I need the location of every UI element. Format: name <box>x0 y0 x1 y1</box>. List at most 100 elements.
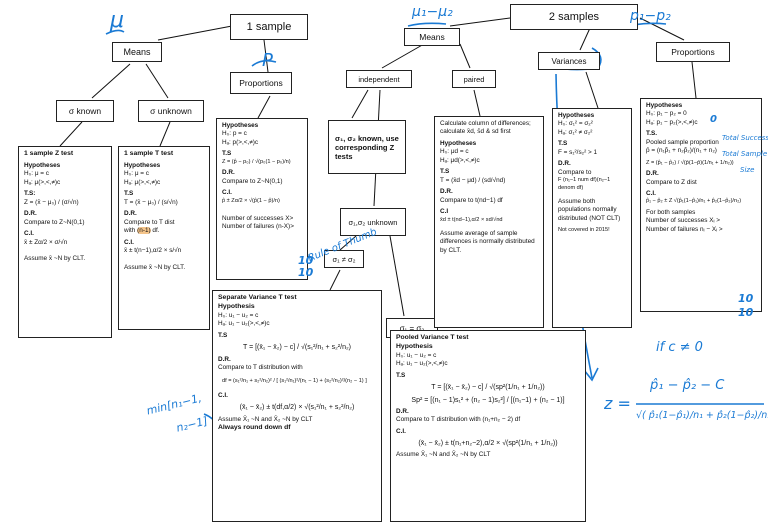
prop2-successes: Number of successes Xᵢ > <box>646 217 720 225</box>
t-compare: Compare to T dist <box>124 218 175 226</box>
edge-var-card <box>585 71 599 109</box>
sep-round: Always round down df <box>218 423 291 431</box>
sep-ci-label: C.I. <box>218 391 228 399</box>
z-ci-label: C.I. <box>24 230 34 238</box>
ink-z-eq: z = <box>604 394 631 413</box>
paired-ha: Hₐ: μd(>,<,≠)c <box>440 156 480 164</box>
t-dr-label: D.R. <box>124 210 137 218</box>
z-ci-formula: x̄ ± Zα/2 × σ/√n <box>24 238 68 246</box>
z-formula: Z = (x̄ − μ₀) / (σ/√n) <box>24 198 79 206</box>
sep-assume: Assume X̄₁ ~N and X̄₂ ~N by CLT <box>218 415 313 423</box>
z-test-title: 1 sample Z test <box>24 150 74 157</box>
var-dist: F (n₁−1 num df)(n₂−1 denom df) <box>558 177 611 191</box>
sigma-known-node: σ known <box>56 100 114 122</box>
t-formula: T = (x̄ − μ₀) / (s/√n) <box>124 198 178 206</box>
prop-ha: Hₐ: p(>,<,≠)c <box>222 138 259 146</box>
z-ts-label: T.S: <box>24 190 36 198</box>
t-df-highlight: (n-1) <box>137 227 151 235</box>
means-node: Means <box>112 42 162 62</box>
edge-indep-known <box>351 89 369 119</box>
prop-test-card: Hypotheses H₀: p = c Hₐ: p(>,<,≠)c T.S Z… <box>216 118 308 280</box>
var-dr-label: D.R. <box>558 160 571 168</box>
paired-dr-label: D.R. <box>440 188 453 196</box>
sep-formula: T = [(x̄₁ − x̄₂) − c] / √(s₁²/n₁ + s₂²/n… <box>242 344 352 352</box>
z-compare: Compare to Z~N(0,1) <box>24 218 85 226</box>
prop2-pooled: Pooled sample proportion <box>646 138 719 146</box>
sigma-unknown-node: σ unknown <box>138 100 204 122</box>
var-h0: H₀: σ₁² = σ₂² <box>558 120 593 128</box>
pooled-var-card: Pooled Variance T test Hypothesis H₀: u₁… <box>390 330 586 522</box>
pooled-assume: Assume X̄₁ ~N and X̄₂ ~N by CLT <box>396 451 491 459</box>
ink-p-diff: p₁−p₂ <box>630 8 671 24</box>
ink-if-c: if c ≠ 0 <box>656 340 703 355</box>
var-test-card: Hypotheses H₀: σ₁² = σ₂² Hₐ: σ₁² ≠ σ₂² T… <box>552 108 632 328</box>
ink-zero: 0 <box>710 114 717 125</box>
pooled-ci-label: C.I. <box>396 427 406 435</box>
prop-compare: Compare to Z~N(0,1) <box>222 177 283 185</box>
paired-ci-label: C.I <box>440 208 449 216</box>
edge-unknown-t <box>159 121 171 147</box>
pooled-ts-label: T.S <box>396 371 406 379</box>
paired-h0: H₀: μd = c <box>440 148 469 156</box>
prop2-h0: H₀: p₁ − p₂ = 0 <box>646 110 687 118</box>
prop-formula: Z = (p̂ − p₀) / √(p₀(1 − p₀)/n) <box>222 158 291 165</box>
prop2-pbar: p̄ = (n₁p̂₁ + n₂p̂₂)/(n₁ + n₂) <box>646 147 717 155</box>
paired-test-card: Calculate column of differences; calcula… <box>434 116 544 328</box>
t-ha: Hₐ: μ(>,<,≠)c <box>124 178 161 186</box>
pooled-compare: Compare to T distribution with (n₁+n₂ − … <box>396 416 521 424</box>
pooled-title: Pooled Variance T test <box>396 334 469 341</box>
edge-paired-card <box>473 89 481 117</box>
z-ha: Hₐ: μ(>,<,≠)c <box>24 178 61 186</box>
pooled-dr-label: D.R. <box>396 407 409 415</box>
t-ts-label: T.S <box>124 190 134 198</box>
paired-compare: Compare to t(nd−1) df <box>440 196 503 204</box>
paired-hyp-label: Hypotheses <box>440 139 477 147</box>
t-df-tail: df. <box>150 227 160 235</box>
paired-formula: T = (x̄d − μd) / (sd/√nd) <box>440 176 506 184</box>
variances-node: Variances <box>538 52 600 70</box>
edge-unknown-neq <box>339 235 357 251</box>
ink-mu-diff: μ₁−μ₂ <box>412 4 453 20</box>
prop-ts-label: T.S <box>222 150 232 158</box>
one-sample-node: 1 sample <box>230 14 308 40</box>
sep-hyp-label: Hypothesis <box>218 302 255 310</box>
t-test-card: 1 sample T test Hypotheses H₀: μ = c Hₐ:… <box>118 146 210 330</box>
var-formula: F = s₁²/s₂² > 1 <box>558 148 598 156</box>
pooled-sp: Sp² = [(n₁ − 1)s₁² + (n₂ − 1)s₂²] / [(n₁… <box>411 396 565 404</box>
t-ci-label: C.I. <box>124 238 134 246</box>
ink-total-sample: Total Sample <box>722 150 768 158</box>
prop2-ts-label: T.S. <box>646 130 658 138</box>
ink-ten-c: 10 <box>738 292 754 305</box>
sep-var-card: Separate Variance T test Hypothesis H₀: … <box>212 290 382 522</box>
prop-ci-label: C.I. <box>222 189 232 197</box>
edge-means-indep <box>381 43 425 69</box>
t-with: with <box>124 227 138 235</box>
edge-2samples-means <box>449 17 511 27</box>
ink-mu-underline <box>105 29 125 35</box>
z-h0: H₀: μ = c <box>24 170 49 178</box>
prop-ci-formula: p̂ ± Zα/2 × √(p̂(1 − p̂)/n) <box>222 197 280 204</box>
pooled-formula: T = [(x̄₁ − x̄₂) − c] / √(sp²(1/n₁ + 1/n… <box>431 384 545 392</box>
ink-den: √( p̂₁(1−p̂₁)/n₁ + p̂₂(1−p̂₂)/n₂ ) <box>636 410 768 421</box>
var-ha: Hₐ: σ₁² ≠ σ₂² <box>558 128 593 136</box>
sigmas-unknown-node: σ₁,σ₂ unknown <box>340 208 406 236</box>
t-hyp-label: Hypotheses <box>124 161 161 169</box>
edge-unknown-eq <box>389 235 405 317</box>
ink-p: P <box>262 50 273 71</box>
pooled-hyp-label: Hypothesis <box>396 342 433 350</box>
ink-ten-d: 10 <box>738 306 754 319</box>
edge-means-known <box>91 63 131 99</box>
prop-dr-label: D.R. <box>222 169 235 177</box>
edge-means-unknown <box>145 63 169 99</box>
prop2-ci-formula: p̂₁ − p̂₂ ± Z √(p̂₁(1−p̂₁)/n₁ + p̂₂(1−p̂… <box>646 198 742 205</box>
prop2-both: For both samples <box>646 208 696 216</box>
z-dr-label: D.R. <box>24 210 37 218</box>
edge-2samples-props <box>639 17 685 41</box>
t-test-title: 1 sample T test <box>124 150 174 157</box>
two-samples-node: 2 samples <box>510 4 638 30</box>
sep-ha: Hₐ: u₁ − u₂(>,<,≠)c <box>218 320 270 328</box>
ink-ten-b: 10 <box>298 266 314 279</box>
z-hyp-label: Hypotheses <box>24 161 61 169</box>
paired-assume: Assume average of sample differences is … <box>440 229 535 254</box>
edge-prop-card <box>257 95 271 119</box>
